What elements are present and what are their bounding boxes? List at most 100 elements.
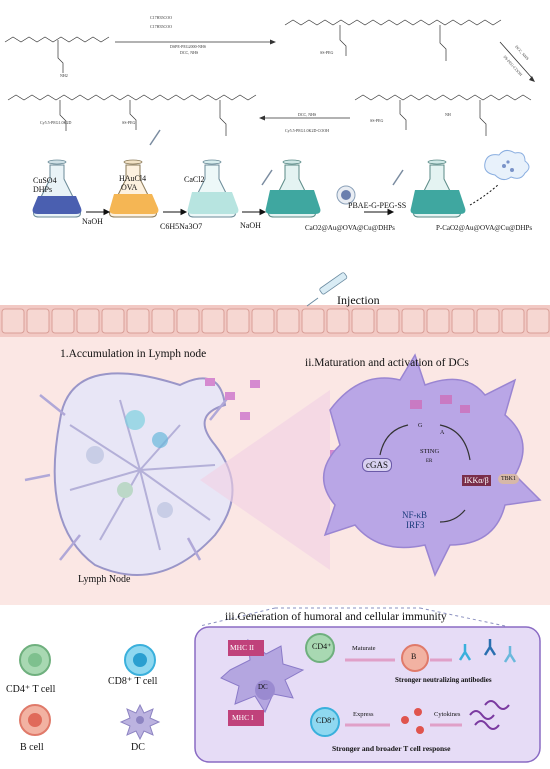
skin-cell xyxy=(126,308,150,334)
virus-bubble-icon xyxy=(484,149,530,181)
pipette-icon-1 xyxy=(149,129,161,146)
nanoparticle-icon xyxy=(336,185,356,205)
skin-cell xyxy=(101,308,125,334)
reagent-dspe: DSPE-PEG2000-NHS xyxy=(170,44,207,49)
flask-1 xyxy=(32,159,82,218)
panel-cd4-cell xyxy=(305,633,335,663)
step3-reagent: NaOH xyxy=(240,221,261,230)
reagent-dcc-1: DCC, NHS xyxy=(180,50,199,55)
skin-cell xyxy=(351,308,375,334)
b-cell-icon xyxy=(19,704,51,736)
sting-label: STING xyxy=(420,448,440,455)
pipette-icon-2 xyxy=(261,169,273,186)
skin-cells xyxy=(1,308,550,334)
cd4-cell-icon xyxy=(19,644,51,676)
legend-cd4: CD4⁺ T cell xyxy=(6,684,56,695)
nh-label: NH xyxy=(445,112,451,117)
skin-cell xyxy=(476,308,500,334)
reagent-cy55: Cy5.5-PEG1.0K2D-COOH xyxy=(285,128,329,133)
signaling-arrows xyxy=(379,424,471,523)
reaction-arrow-2 xyxy=(499,41,533,79)
pipette-icon-3 xyxy=(392,169,404,186)
flask-5 xyxy=(410,159,466,218)
legend-bcell: B cell xyxy=(20,742,44,753)
tcell-response-text: Stronger and broader T cell response xyxy=(332,744,451,753)
polymer-structure-1 xyxy=(4,36,110,73)
polymer-structure-2 xyxy=(284,19,502,61)
skin-cell xyxy=(451,308,475,334)
syringe-icon xyxy=(306,272,348,307)
chain-label-ss-1: SS-PEG xyxy=(122,120,136,125)
mhc2-tag xyxy=(228,640,264,656)
skin-cell xyxy=(526,308,550,334)
skin-cell xyxy=(401,308,425,334)
a-label: A xyxy=(440,430,445,436)
flask1-label-cuso4: CuSO4 xyxy=(33,176,57,185)
lymph-node-label: Lymph Node xyxy=(78,574,131,585)
virus-particles xyxy=(410,395,470,413)
express-label: Express xyxy=(353,711,374,718)
chain-label-ss-3: SS-PEG xyxy=(320,50,334,55)
panel-b-cell xyxy=(401,644,429,672)
mhc1-label: MHC I xyxy=(232,713,254,722)
skin-cell xyxy=(26,308,50,334)
legend-dc: DC xyxy=(131,742,145,753)
zoom-cone xyxy=(200,390,330,570)
step1-reagent: NaOH xyxy=(82,217,103,226)
cytokine-dots xyxy=(401,708,424,734)
tbk1-box: TBK1 xyxy=(498,474,519,484)
step-arrows xyxy=(86,184,499,216)
mhc1-tag xyxy=(228,710,264,726)
flask2-label-haucl4: HAuCl4 xyxy=(119,174,147,183)
chain-label-ss-2: SS-PEG xyxy=(370,118,384,123)
skin-cell xyxy=(376,308,400,334)
lymph-node-illustration xyxy=(24,372,234,576)
skin-cell xyxy=(426,308,450,334)
antibody-icons xyxy=(458,639,517,663)
panel-arrows xyxy=(345,658,462,727)
g-label: G xyxy=(418,423,423,429)
skin-cell xyxy=(201,308,225,334)
flask3-label-cacl2: CaCl2 xyxy=(184,175,205,184)
skin-cell xyxy=(326,308,350,334)
reagent-lipid-1: C17H35COO xyxy=(150,15,173,20)
step1-heading: 1.Accumulation in Lymph node xyxy=(60,348,207,360)
skin-cell xyxy=(76,308,100,334)
zoom-guide-left xyxy=(199,607,276,627)
irf3-label: IRF3 xyxy=(406,520,425,530)
polymer-structure-3 xyxy=(354,94,532,136)
panel-cd8-label: CD8⁺ xyxy=(316,716,336,725)
injection-label: Injection xyxy=(337,293,380,307)
flask2-label-ova: OVA xyxy=(121,183,138,192)
skin-cell xyxy=(1,308,25,334)
panel-dc-label: DC xyxy=(258,683,268,691)
panel-cd4-label: CD4⁺ xyxy=(312,642,332,651)
step2-reagent: C6H5Na3O7 xyxy=(160,222,203,231)
flask-3 xyxy=(187,159,239,218)
flask-4 xyxy=(265,159,321,218)
arrowhead-3 xyxy=(259,115,265,121)
arrowhead-2 xyxy=(529,76,535,82)
skin-cell xyxy=(226,308,250,334)
ikk-box: IKKα/β xyxy=(462,475,491,486)
cgas-box: cGAS xyxy=(362,458,392,472)
cd8-cell-icon xyxy=(124,644,156,676)
product-label-2: P-CaO2@Au@OVA@Cu@DHPs xyxy=(436,224,533,232)
mhc2-label: MHC II xyxy=(230,643,254,652)
amine-label: NH2 xyxy=(60,73,68,78)
legend-cd8: CD8⁺ T cell xyxy=(108,676,158,687)
panel-cd8-cell xyxy=(310,707,340,737)
antibodies-text: Stronger neutralizing antibodies xyxy=(395,676,492,684)
skin-cell xyxy=(276,308,300,334)
skin-cell xyxy=(51,308,75,334)
dendritic-cell-illustration xyxy=(322,353,542,577)
skin-cell xyxy=(301,308,325,334)
step4-reagent: PBAE-G-PEG-SS xyxy=(348,201,407,210)
maturate-label: Maturate xyxy=(352,645,376,652)
chain-label-cy55: Cy5.5-PEG1.0K2D xyxy=(40,120,72,125)
activated-tcells-cluster xyxy=(469,700,510,730)
step3-heading: iii.Generation of humoral and cellular i… xyxy=(225,611,447,623)
reagent-dcc-3: DCC, NHS xyxy=(298,112,317,117)
product-label-1: CaO2@Au@OVA@Cu@DHPs xyxy=(305,224,395,232)
